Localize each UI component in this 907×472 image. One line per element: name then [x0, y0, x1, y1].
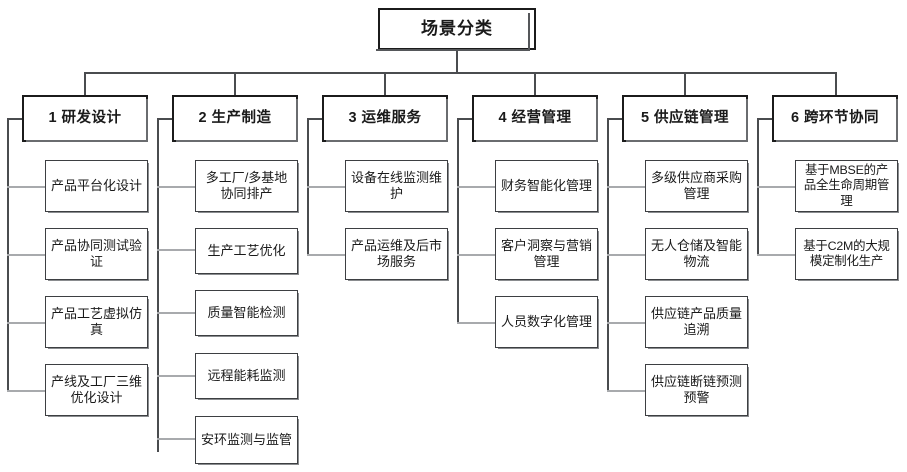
column-header-label-5: 5 供应链管理: [640, 109, 730, 126]
leaf-stub-5-2: [607, 254, 645, 256]
leaf-stub-1-2: [7, 254, 45, 256]
leaf-node-5-3[interactable]: 供应链产品质量追溯: [645, 296, 749, 349]
leaf-node-label-2-5: 安环监测与监管: [200, 432, 292, 448]
column-drop-connector-1: [84, 72, 86, 95]
leaf-node-1-2[interactable]: 产品协同测试验证: [45, 228, 149, 281]
column-spine-entry-5: [607, 118, 622, 120]
leaf-stub-5-3: [607, 322, 645, 324]
leaf-node-label-1-2: 产品协同测试验证: [50, 238, 142, 269]
column-header-6[interactable]: 6 跨环节协同: [772, 95, 898, 142]
column-header-label-6: 6 跨环节协同: [790, 109, 880, 126]
leaf-stub-5-1: [607, 186, 645, 188]
leaf-stub-4-1: [457, 186, 495, 188]
root-node[interactable]: 场景分类: [376, 8, 536, 51]
leaf-node-4-2[interactable]: 客户洞察与营销管理: [495, 228, 599, 281]
column-header-label-1: 1 研发设计: [48, 109, 122, 126]
leaf-stub-1-4: [7, 390, 45, 392]
leaf-node-label-1-4: 产线及工厂三维优化设计: [50, 374, 142, 405]
column-header-1[interactable]: 1 研发设计: [22, 95, 148, 142]
column-drop-connector-6: [835, 72, 837, 95]
column-drop-connector-2: [234, 72, 236, 95]
column-drop-connector-4: [534, 72, 536, 95]
leaf-stub-2-3: [157, 312, 195, 314]
root-drop-connector: [456, 50, 458, 72]
column-spine-entry-1: [7, 118, 22, 120]
leaf-stub-4-3: [457, 322, 495, 324]
leaf-node-label-3-2: 产品运维及后市场服务: [350, 238, 442, 269]
column-spine-entry-2: [157, 118, 172, 120]
leaf-node-label-1-1: 产品平台化设计: [50, 178, 142, 194]
column-header-5[interactable]: 5 供应链管理: [622, 95, 748, 142]
leaf-node-4-3[interactable]: 人员数字化管理: [495, 296, 599, 349]
column-spine-entry-4: [457, 118, 472, 120]
leaf-stub-6-1: [757, 186, 795, 188]
leaf-node-label-2-2: 生产工艺优化: [207, 243, 286, 259]
leaf-stub-2-5: [157, 438, 195, 440]
leaf-node-label-4-1: 财务智能化管理: [500, 178, 592, 194]
column-header-label-4: 4 经营管理: [498, 109, 572, 126]
leaf-node-1-4[interactable]: 产线及工厂三维优化设计: [45, 364, 149, 417]
leaf-node-2-2[interactable]: 生产工艺优化: [195, 228, 299, 275]
leaf-stub-4-2: [457, 254, 495, 256]
root-node-label: 场景分类: [421, 18, 493, 38]
leaf-node-1-1[interactable]: 产品平台化设计: [45, 160, 149, 213]
column-header-3[interactable]: 3 运维服务: [322, 95, 448, 142]
leaf-stub-2-4: [157, 375, 195, 377]
leaf-node-label-6-2: 基于C2M的大规模定制化生产: [803, 238, 890, 268]
leaf-stub-6-2: [757, 254, 795, 256]
column-drop-connector-5: [684, 72, 686, 95]
column-spine-4: [457, 118, 459, 322]
leaf-node-label-5-3: 供应链产品质量追溯: [650, 306, 742, 337]
leaf-stub-1-3: [7, 322, 45, 324]
column-spine-2: [157, 118, 159, 452]
column-spine-entry-6: [757, 118, 772, 120]
leaf-node-2-1[interactable]: 多工厂/多基地协同排产: [195, 160, 299, 213]
leaf-stub-1-1: [7, 186, 45, 188]
horizontal-bus-connector: [84, 72, 835, 74]
leaf-node-6-1[interactable]: 基于MBSE的产品全生命周期管理: [795, 160, 899, 213]
leaf-node-3-1[interactable]: 设备在线监测维护: [345, 160, 449, 213]
leaf-stub-2-2: [157, 249, 195, 251]
column-drop-connector-3: [384, 72, 386, 95]
column-header-label-3: 3 运维服务: [348, 109, 422, 126]
leaf-stub-3-2: [307, 254, 345, 256]
leaf-node-label-5-2: 无人仓储及智能物流: [650, 238, 742, 269]
leaf-stub-3-1: [307, 186, 345, 188]
column-header-2[interactable]: 2 生产制造: [172, 95, 298, 142]
leaf-node-label-2-3: 质量智能检测: [207, 305, 286, 321]
leaf-stub-2-1: [157, 186, 195, 188]
leaf-node-2-3[interactable]: 质量智能检测: [195, 290, 299, 337]
column-header-label-2: 2 生产制造: [198, 109, 272, 126]
leaf-node-2-4[interactable]: 远程能耗监测: [195, 353, 299, 400]
leaf-node-label-6-1: 基于MBSE的产品全生命周期管理: [803, 163, 890, 208]
leaf-stub-5-4: [607, 390, 645, 392]
leaf-node-label-3-1: 设备在线监测维护: [350, 170, 442, 201]
leaf-node-5-2[interactable]: 无人仓储及智能物流: [645, 228, 749, 281]
leaf-node-5-1[interactable]: 多级供应商采购管理: [645, 160, 749, 213]
leaf-node-label-2-1: 多工厂/多基地协同排产: [205, 170, 288, 201]
leaf-node-label-1-3: 产品工艺虚拟仿真: [50, 306, 142, 337]
column-header-4[interactable]: 4 经营管理: [472, 95, 598, 142]
leaf-node-3-2[interactable]: 产品运维及后市场服务: [345, 228, 449, 281]
leaf-node-label-5-4: 供应链断链预测预警: [650, 374, 742, 405]
leaf-node-5-4[interactable]: 供应链断链预测预警: [645, 364, 749, 417]
leaf-node-1-3[interactable]: 产品工艺虚拟仿真: [45, 296, 149, 349]
leaf-node-label-4-3: 人员数字化管理: [500, 314, 592, 330]
leaf-node-label-2-4: 远程能耗监测: [207, 368, 286, 384]
leaf-node-4-1[interactable]: 财务智能化管理: [495, 160, 599, 213]
column-spine-entry-3: [307, 118, 322, 120]
leaf-node-6-2[interactable]: 基于C2M的大规模定制化生产: [795, 228, 899, 281]
leaf-node-label-4-2: 客户洞察与营销管理: [500, 238, 592, 269]
leaf-node-2-5[interactable]: 安环监测与监管: [195, 416, 299, 465]
leaf-node-label-5-1: 多级供应商采购管理: [650, 170, 742, 201]
